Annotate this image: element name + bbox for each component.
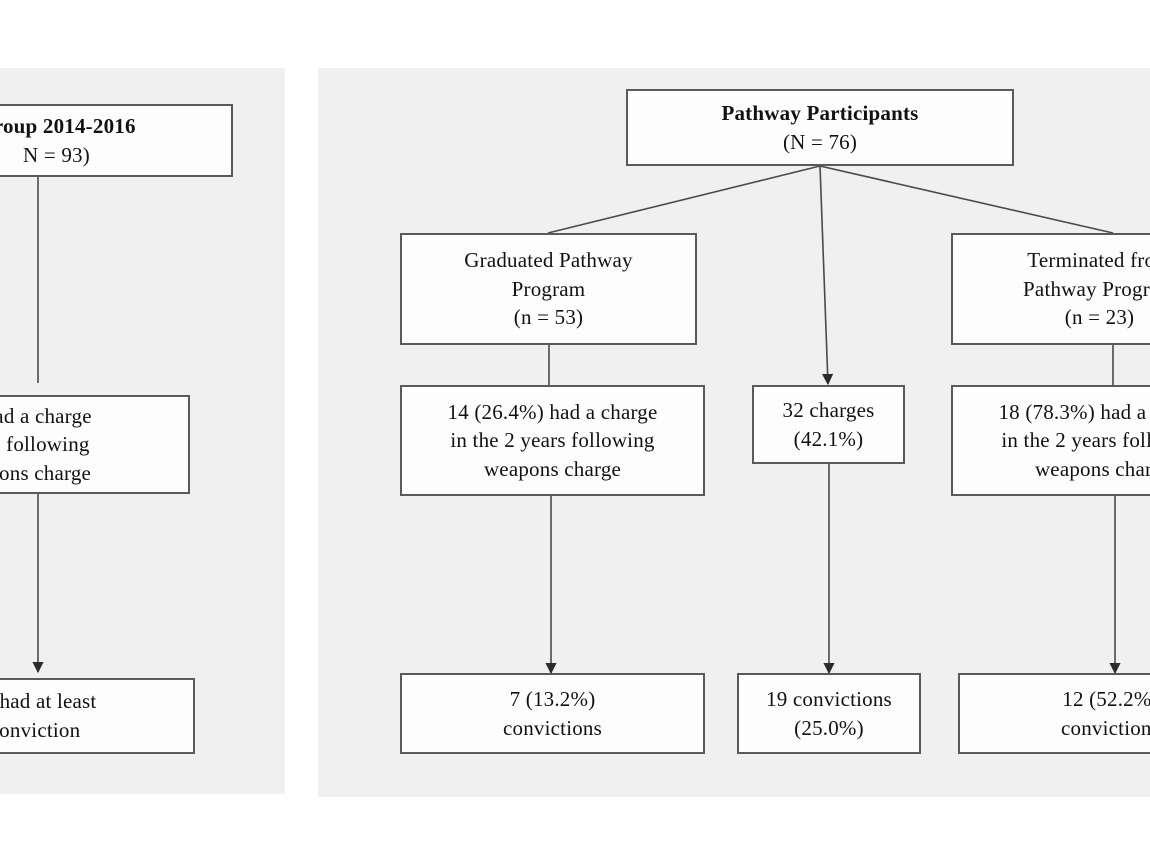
overall-charges-line2: (42.1%) <box>793 426 864 451</box>
terminated-convictions-box: 12 (52.2%) convictions <box>958 673 1150 754</box>
graduated-header-line2: Program <box>511 276 586 301</box>
root-count: (N = 76) <box>782 129 858 154</box>
graduated-charges-line2: in the 2 years following <box>450 428 655 453</box>
terminated-pathway-program-box: Terminated from Pathway Program (n = 23) <box>951 233 1150 345</box>
overall-charges-box: 32 charges (42.1%) <box>752 385 905 464</box>
left-charge-line1: %) had a charge <box>0 403 92 428</box>
left-charge-line2: years following <box>0 432 90 457</box>
graduated-header-line3: (n = 53) <box>513 305 584 330</box>
root-title: Pathway Participants <box>721 100 919 125</box>
graduated-charges-box: 14 (26.4%) had a charge in the 2 years f… <box>400 385 705 496</box>
overall-convictions-line1: 19 convictions <box>766 686 892 711</box>
left-conviction-line1: 9%) had at least <box>0 689 97 714</box>
left-comparison-group-line1: Group 2014-2016 <box>0 113 136 138</box>
pathway-participants-root-box: Pathway Participants (N = 76) <box>626 89 1014 166</box>
overall-convictions-line2: (25.0%) <box>794 715 864 740</box>
overall-charges-line1: 32 charges <box>782 397 875 422</box>
terminated-header-line3: (n = 23) <box>1064 305 1135 330</box>
terminated-header-line1: Terminated from <box>1027 248 1150 273</box>
left-conviction-line2: e conviction <box>0 718 81 742</box>
terminated-charges-line1: 18 (78.3%) had a charge <box>998 399 1150 424</box>
left-conviction-box: 9%) had at least e conviction <box>0 678 195 754</box>
left-charge-box: %) had a charge years following weapons … <box>0 395 190 494</box>
terminated-charges-box: 18 (78.3%) had a charge in the 2 years f… <box>951 385 1150 496</box>
graduated-convictions-line1: 7 (13.2%) <box>509 686 596 711</box>
graduated-charges-line3: weapons charge <box>483 456 622 481</box>
graduated-convictions-box: 7 (13.2%) convictions <box>400 673 705 754</box>
graduated-convictions-line2: convictions <box>502 715 603 740</box>
terminated-convictions-line1: 12 (52.2%) <box>1062 686 1150 711</box>
terminated-charges-line2: in the 2 years following <box>1001 428 1150 453</box>
terminated-header-line2: Pathway Program <box>1023 276 1150 301</box>
graduated-header-line1: Graduated Pathway <box>464 248 633 273</box>
terminated-convictions-line2: convictions <box>1060 715 1150 740</box>
overall-convictions-box: 19 convictions (25.0%) <box>737 673 921 754</box>
graduated-pathway-program-box: Graduated Pathway Program (n = 53) <box>400 233 697 345</box>
left-charge-line3: weapons charge <box>0 460 92 485</box>
left-comparison-group-line2: N = 93) <box>23 142 90 167</box>
left-comparison-group-box: Group 2014-2016 N = 93) <box>0 104 233 177</box>
terminated-charges-line3: weapons charge <box>1034 456 1150 481</box>
graduated-charges-line1: 14 (26.4%) had a charge <box>447 399 658 424</box>
